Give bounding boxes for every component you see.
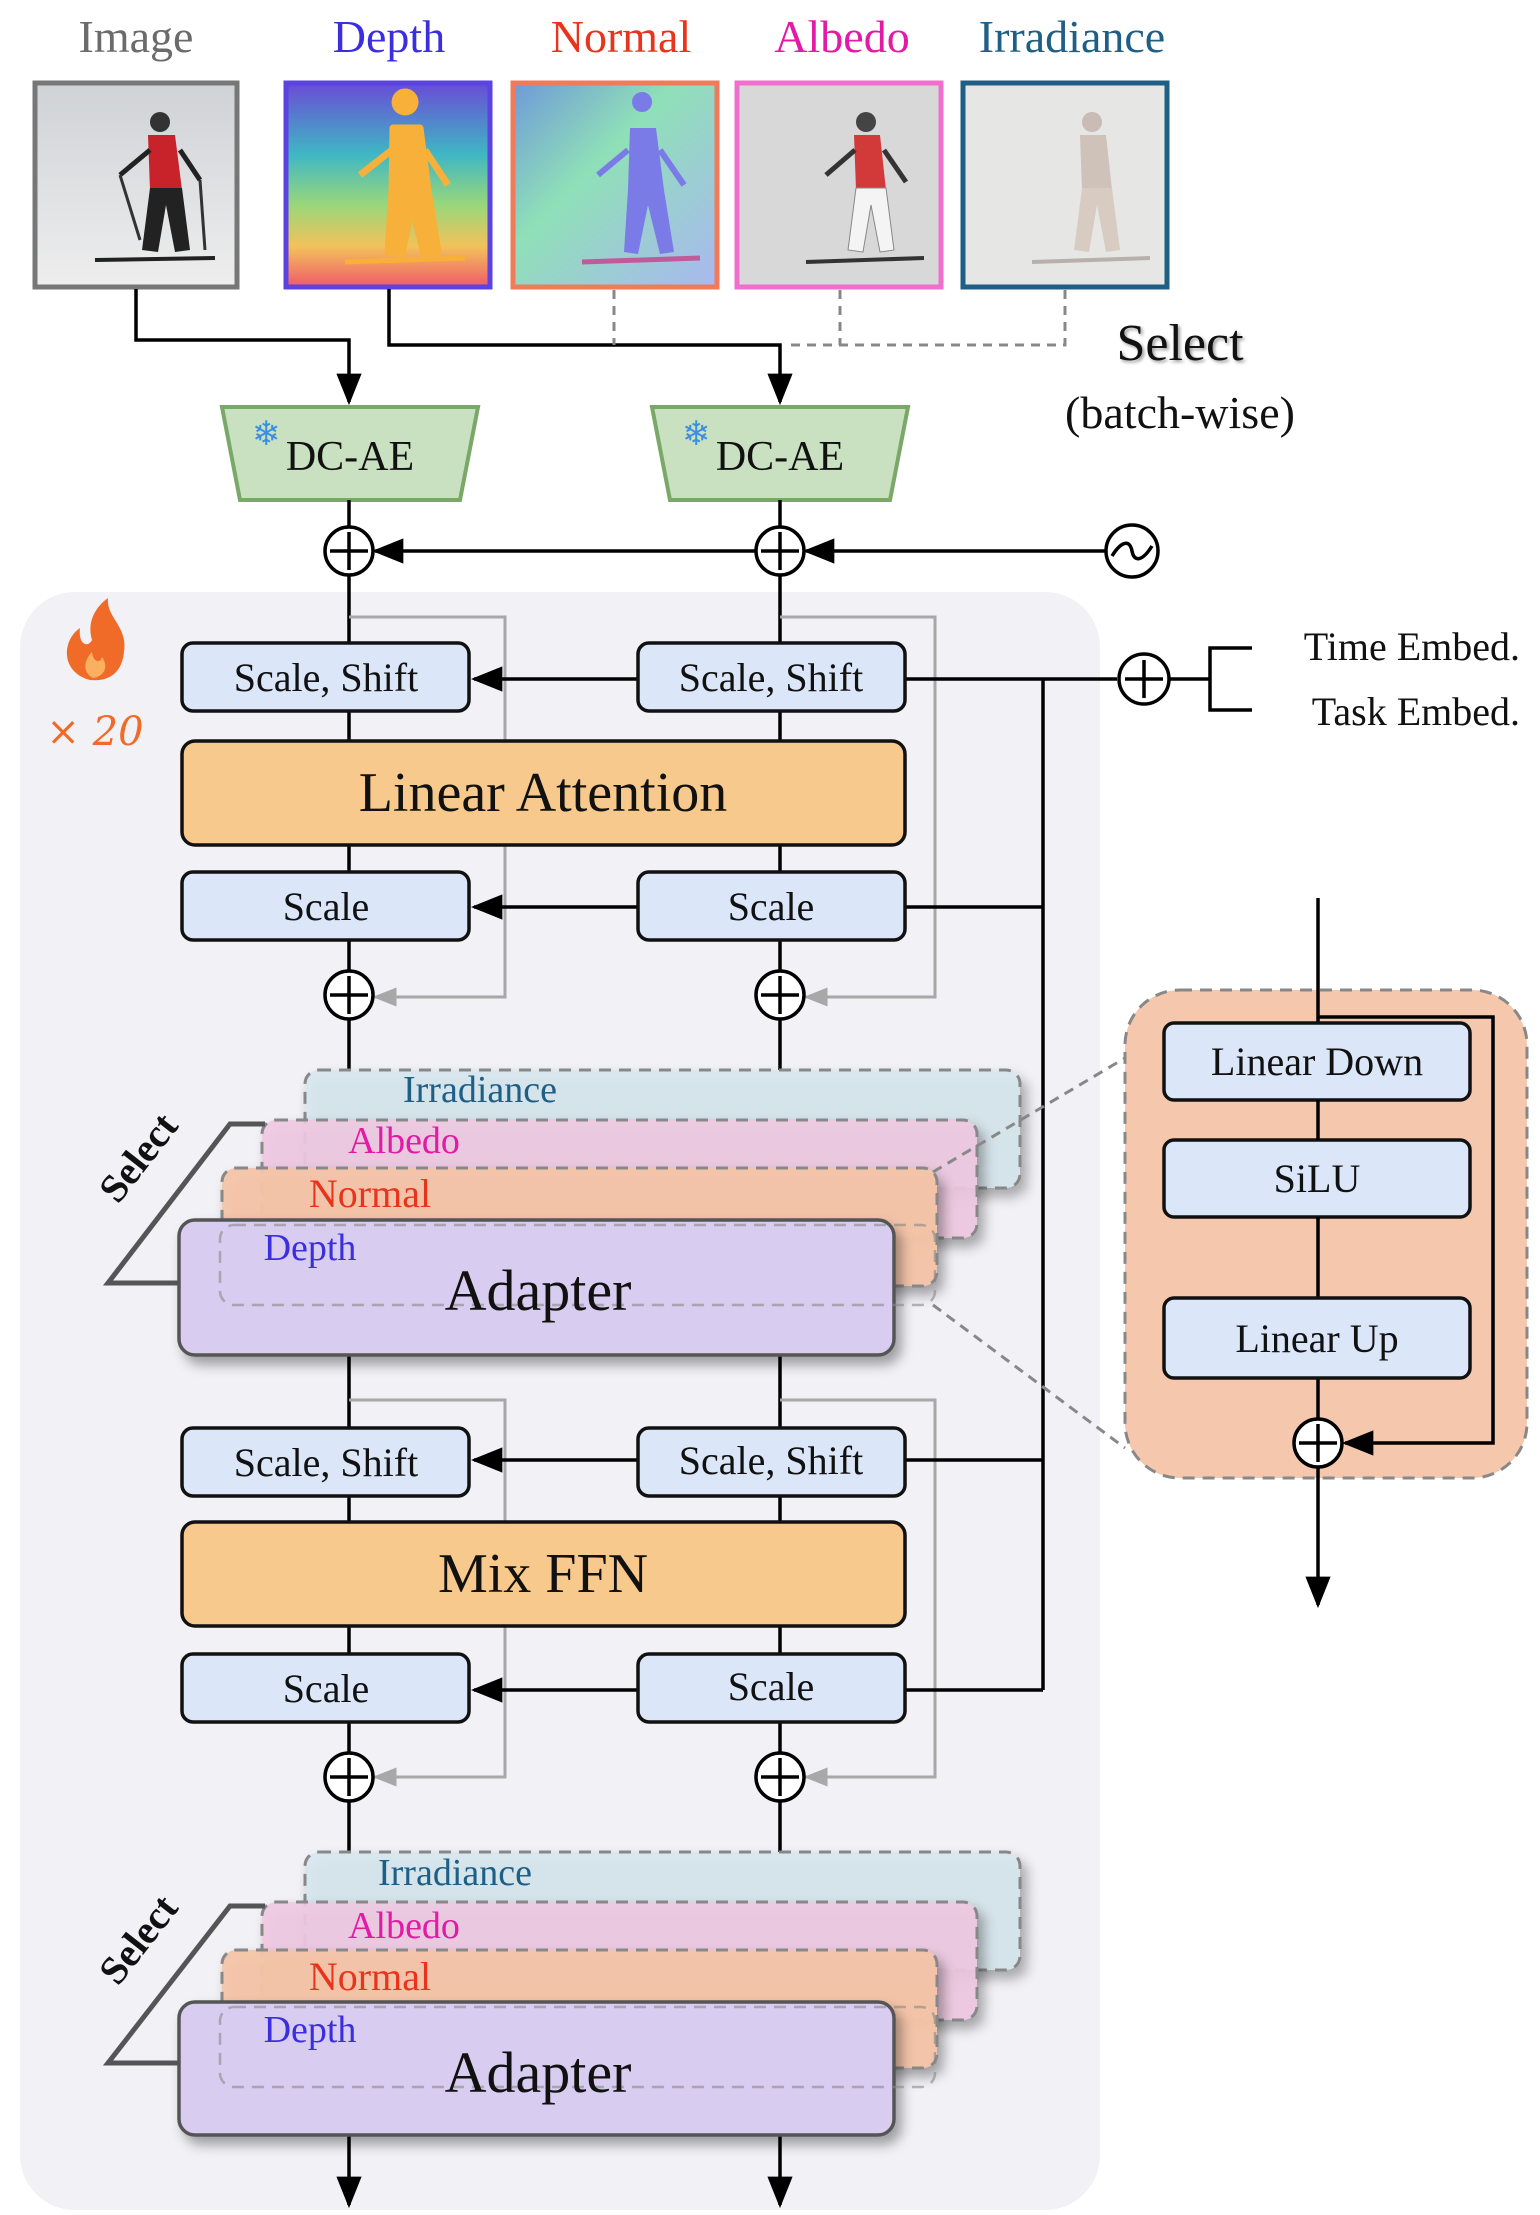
scale-left-1: Scale [180, 870, 471, 942]
input-connectors [134, 289, 1067, 406]
adapter-layer-albedo-label: Albedo [348, 1905, 460, 1947]
scale-right-1: Scale [636, 870, 907, 942]
adapter-layer-albedo-label: Albedo [348, 1120, 460, 1162]
detail-add [1292, 1417, 1344, 1469]
scale-label: Scale [283, 884, 370, 929]
label-depth: Depth [333, 11, 445, 62]
fire-icon [66, 598, 125, 681]
encoder-right: ❄ DC-AE [649, 405, 911, 502]
encoder-left-label: DC-AE [286, 434, 414, 480]
silu-label: SiLU [1274, 1156, 1361, 1201]
label-albedo: Albedo [774, 11, 909, 62]
scale-shift-left-1: Scale, Shift [180, 641, 471, 713]
adapter-label: Adapter [445, 2040, 632, 2105]
scale-shift-left-2: Scale, Shift [180, 1426, 471, 1498]
adapter-layer-depth [177, 2000, 896, 2137]
thumbnail-image [32, 80, 240, 290]
select-bracket [102, 1121, 265, 1286]
adapter-layer-irradiance-label: Irradiance [403, 1069, 557, 1111]
adapter-layer-irradiance-label: Irradiance [378, 1852, 532, 1894]
mix-ffn-block: Mix FFN [180, 1520, 907, 1628]
conditioning-lines [470, 646, 1252, 1703]
time-embed-label: Time Embed. [1304, 624, 1520, 669]
mix-ffn-label: Mix FFN [438, 1543, 648, 1605]
linear-down-label: Linear Down [1211, 1039, 1423, 1084]
adapter-layer-normal-label: Normal [309, 1171, 431, 1216]
encoder-right-label: DC-AE [716, 434, 844, 480]
scale-shift-label: Scale, Shift [679, 1438, 863, 1483]
linear-up-block: Linear Up [1162, 1296, 1472, 1380]
thumbnail-albedo [734, 80, 944, 290]
scale-shift-label: Scale, Shift [679, 655, 863, 700]
snowflake-icon: ❄ [252, 416, 281, 453]
thumbnail-depth [283, 80, 493, 290]
adapter-layer-depth-label: Depth [264, 1227, 357, 1269]
linear-up-label: Linear Up [1235, 1316, 1398, 1361]
repeat-count: × 20 [46, 709, 143, 755]
select-bracket [102, 1903, 265, 2066]
scale-shift-label: Scale, Shift [234, 1440, 418, 1485]
residual-add-2 [323, 1751, 806, 1803]
adapter-stack-1: Irradiance Albedo Normal Depth Adapter S… [90, 1068, 1022, 1357]
residual-add-1 [323, 969, 806, 1021]
adapter-layer-normal-label: Normal [309, 1954, 431, 1999]
scale-shift-right-1: Scale, Shift [636, 641, 907, 713]
scale-label: Scale [728, 1664, 815, 1709]
label-irradiance: Irradiance [979, 11, 1165, 62]
adapter-stack-2: Irradiance Albedo Normal Depth Adapter S… [90, 1850, 1022, 2137]
thumbnail-irradiance [960, 80, 1170, 290]
scale-shift-label: Scale, Shift [234, 655, 418, 700]
select-batch-subtitle: (batch-wise) [1065, 387, 1295, 438]
adapter-label: Adapter [445, 1258, 632, 1323]
scale-shift-right-2: Scale, Shift [636, 1426, 907, 1498]
scale-right-2: Scale [636, 1652, 907, 1724]
thumbnail-normal [510, 80, 720, 290]
label-normal: Normal [551, 11, 692, 62]
task-embed-label: Task Embed. [1312, 689, 1520, 734]
linear-attention-label: Linear Attention [359, 762, 728, 824]
silu-block: SiLU [1162, 1138, 1472, 1219]
select-batch-title: Select [1116, 315, 1244, 372]
scale-label: Scale [728, 884, 815, 929]
linear-down-block: Linear Down [1162, 1021, 1472, 1102]
adapter-layer-depth-label: Depth [264, 2009, 357, 2051]
encoder-left: ❄ DC-AE [219, 405, 481, 502]
scale-left-2: Scale [180, 1652, 471, 1724]
noise-injection [323, 500, 1160, 579]
linear-attention-block: Linear Attention [180, 739, 907, 847]
adapter-layer-depth [177, 1218, 896, 1357]
snowflake-icon: ❄ [682, 416, 711, 453]
scale-label: Scale [283, 1666, 370, 1711]
adapter-detail: Linear Down SiLU Linear Up [1123, 898, 1529, 1609]
label-image: Image [79, 11, 194, 62]
stream-lines [336, 575, 793, 2209]
detail-connectors [932, 1056, 1126, 1450]
